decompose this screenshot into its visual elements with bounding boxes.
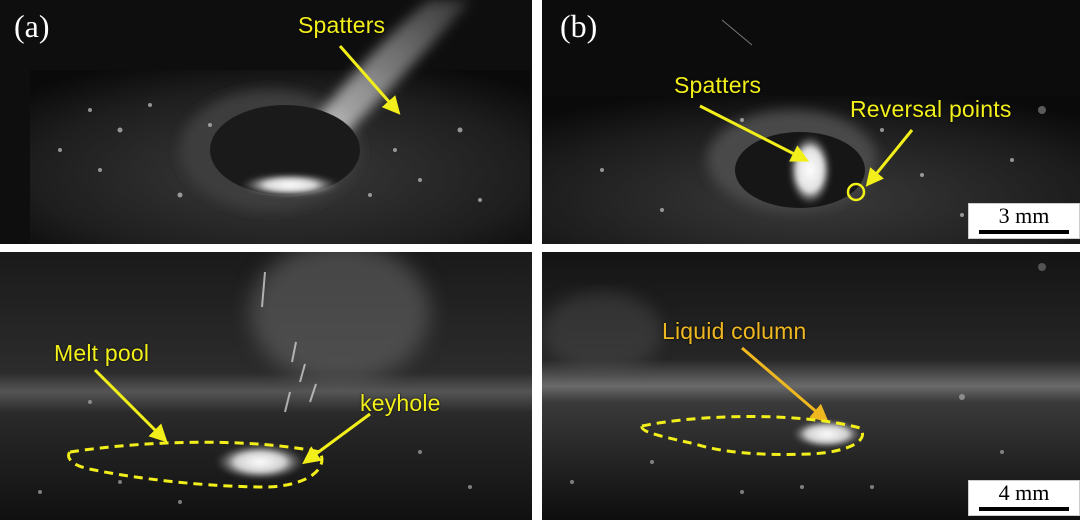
photo-top-left [0,0,532,244]
annotation-reversal-points: Reversal points [850,96,1012,122]
panel-bottom-right: Liquid column 4 mm [542,252,1080,520]
panel-label-b: (b) [560,8,598,44]
scale-bar-bottom-label: 4 mm [998,480,1050,505]
scale-bar-bottom-line [979,507,1069,511]
panel-top-right: (b) Spatters Reversal points 3 mm [542,0,1080,244]
scale-bar-top: 3 mm [968,203,1080,239]
panel-top-left: (a) Spatters [0,0,532,244]
annotation-spatters-top-right: Spatters [674,72,762,98]
panel-label-a: (a) [14,8,50,44]
annotation-keyhole: keyhole [360,390,441,416]
scale-bar-top-line [979,230,1069,234]
annotation-spatters-top-left: Spatters [298,12,386,38]
annotation-melt-pool: Melt pool [54,340,150,366]
scale-bar-bottom: 4 mm [968,480,1080,516]
scale-bar-top-label: 3 mm [998,203,1050,228]
panel-bottom-left: Melt pool keyhole [0,252,532,520]
photo-bottom-left [0,252,532,520]
annotation-liquid-column: Liquid column [662,318,807,344]
